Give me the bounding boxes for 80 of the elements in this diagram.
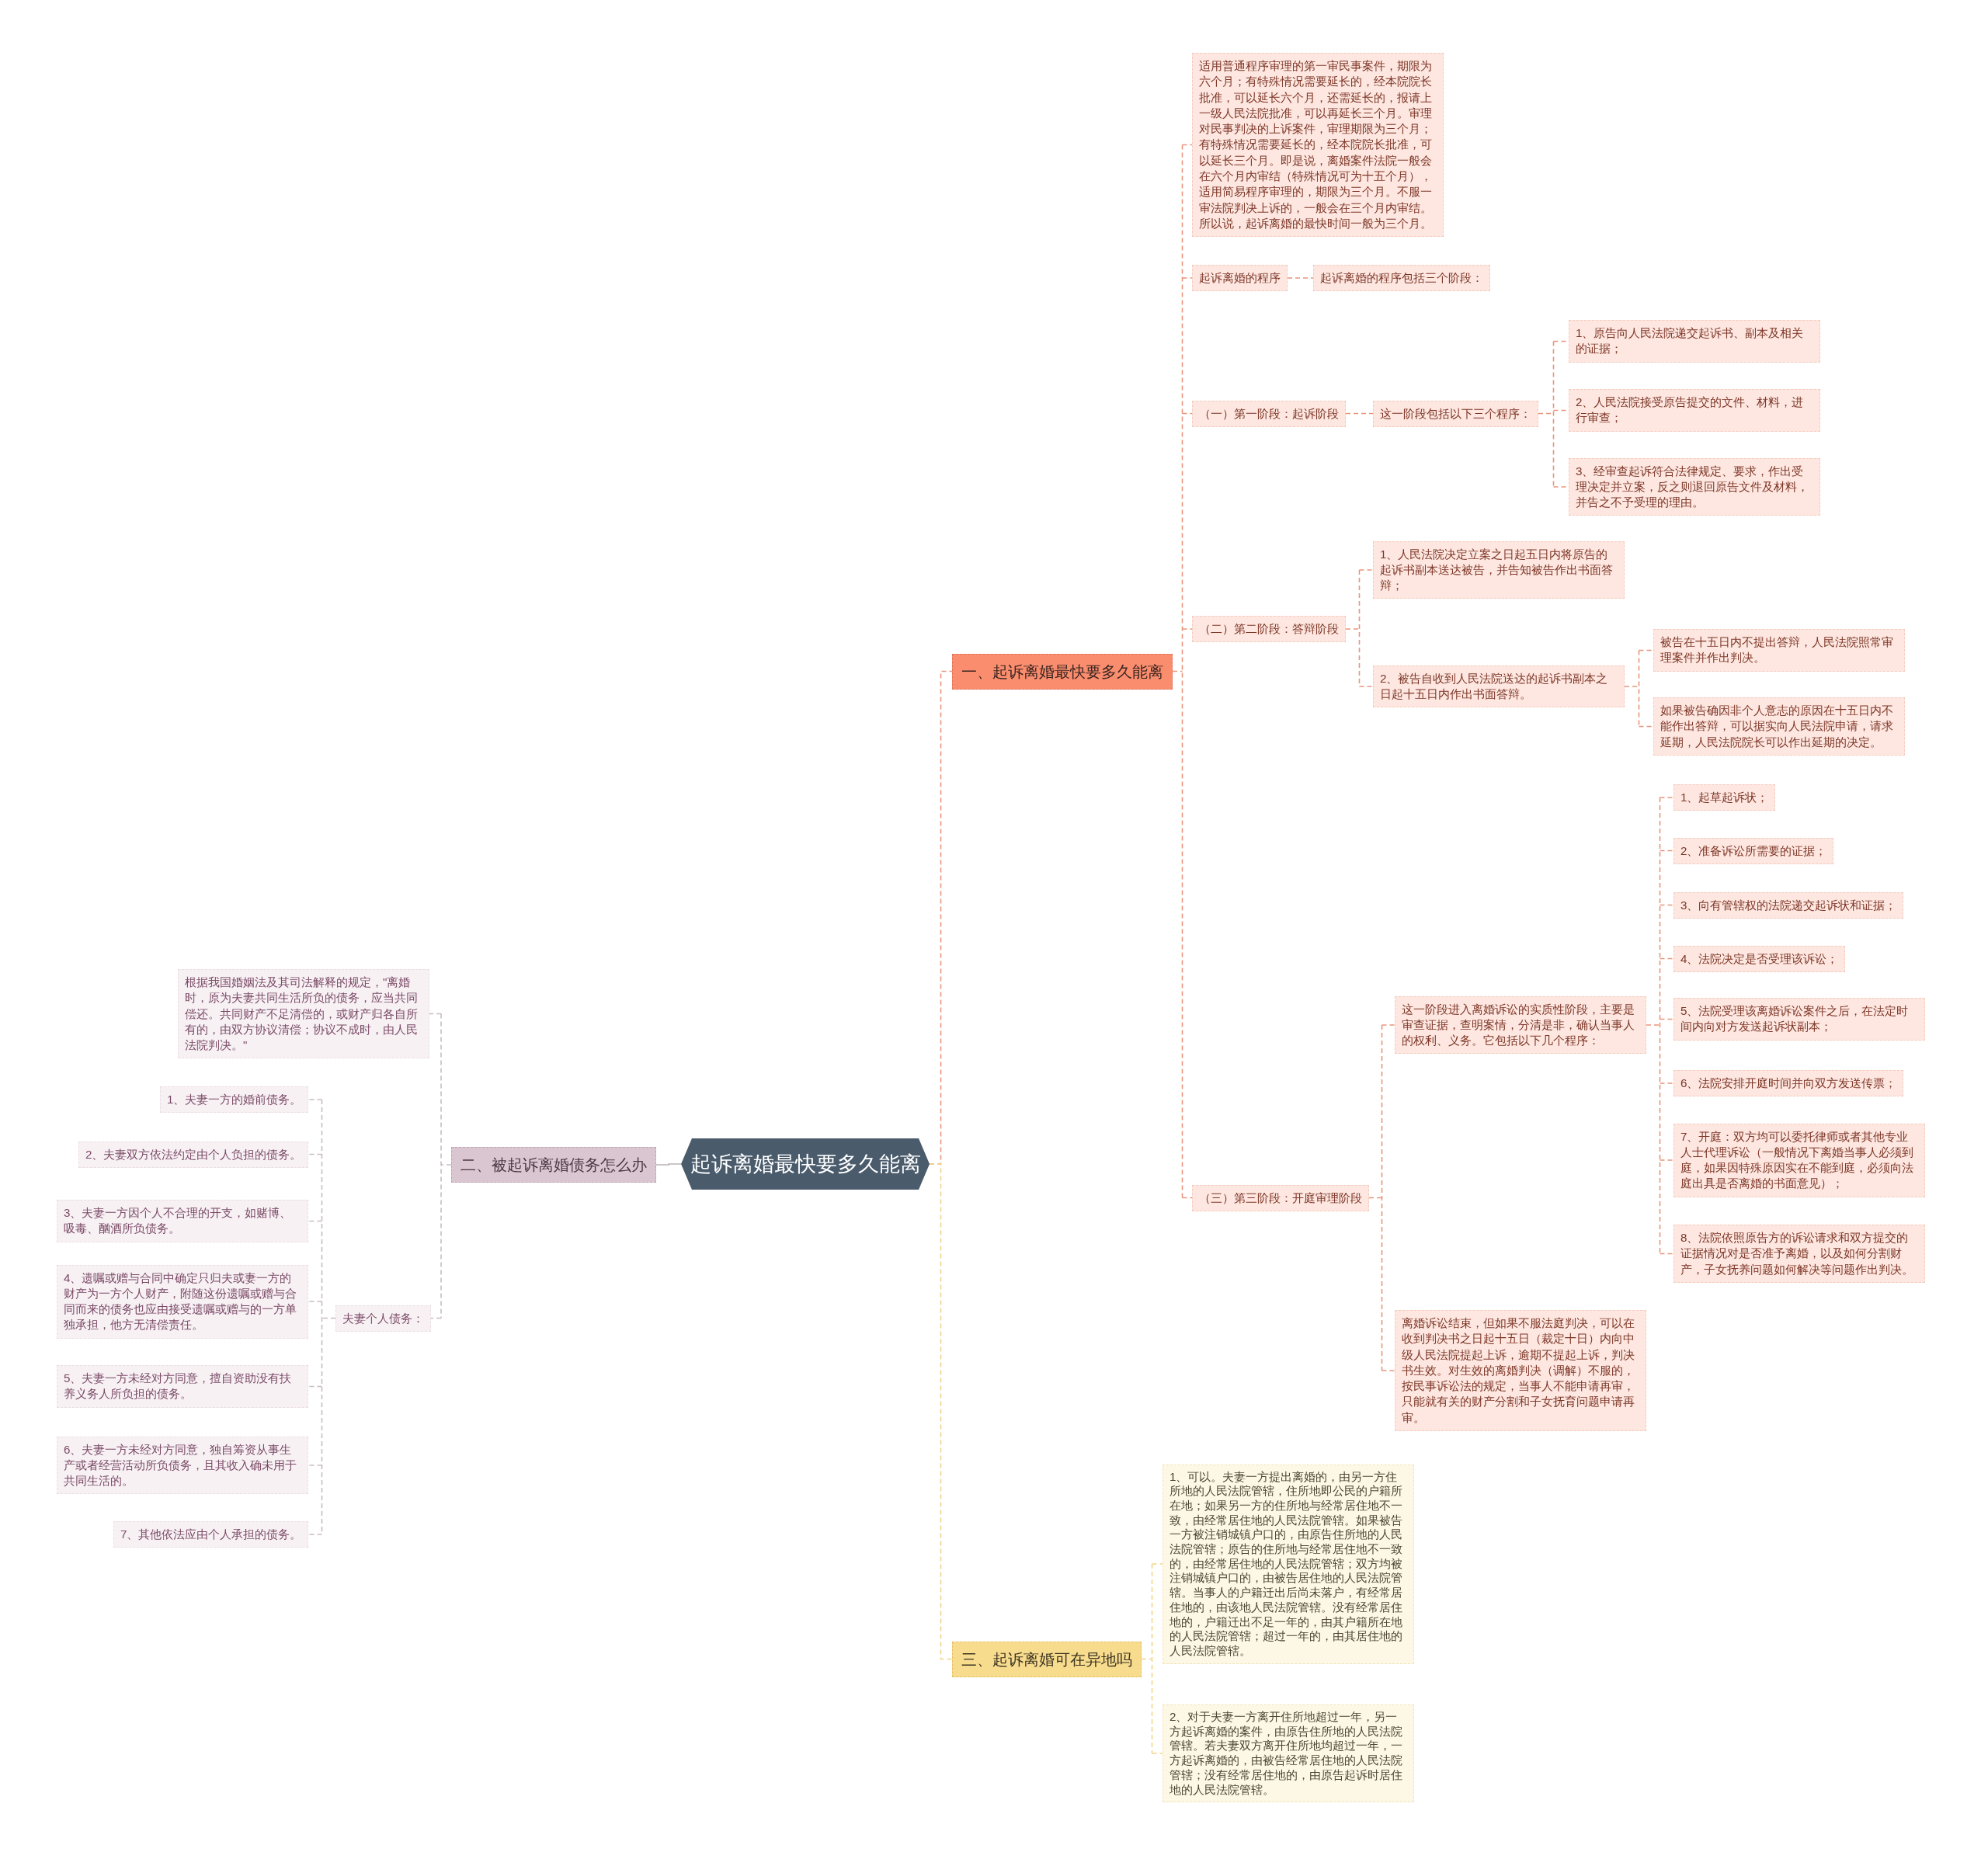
connector-line <box>308 1465 323 1466</box>
topic-box: 4、遗嘱或赠与合同中确定只归夫或妻一方的财产为一方个人财产，附随这份遗嘱或赠与合同而来的债务也应由接受遗嘱或赠与的一方单独承担，他方无清偿责任。 <box>57 1264 308 1339</box>
connector-line <box>1358 569 1374 571</box>
topic-box: 1、人民法院决定立案之日起五日内将原告的起诉书副本送达被告，并告知被告作出书面答辩； <box>1373 540 1625 599</box>
connector-line <box>308 1301 323 1302</box>
connector-line <box>1659 1159 1674 1161</box>
connector-line <box>1287 277 1314 279</box>
topic-box: 2、对于夫妻一方离开住所地超过一年，另一方起诉离婚的案件，由原告住所地的人民法院管辖。若夫妻双方离开住所地均超过一年，一方起诉离婚的，由被告经常居住地的人民法院管辖；没有经常居住地的，由原告起诉时居住地的人民法院管辖。 <box>1163 1704 1414 1803</box>
topic-box: （三）第三阶段：开庭审理阶段 <box>1192 1184 1369 1211</box>
topic-box: 根据我国婚姻法及其司法解释的规定，"离婚时，原为夫妻共同生活所负的债务，应当共同偿还。共同财产不足清偿的，或财产归各自所有的，由双方协议清偿；协议不成时，由人民法院判决。" <box>178 969 429 1059</box>
connector-line <box>1659 957 1674 960</box>
topic-box: 1、起草起诉状； <box>1673 784 1776 811</box>
topic-box: 1、夫妻一方的婚前债务。 <box>160 1086 309 1114</box>
connector-line <box>1151 1563 1163 1565</box>
topic-box: 5、夫妻一方未经对方同意，擅自资助没有扶养义务人所负担的债务。 <box>57 1365 308 1408</box>
connector-line <box>308 1220 323 1222</box>
branch-topic: 二、被起诉离婚债务怎么办 <box>451 1147 656 1183</box>
connector-line <box>1659 797 1674 798</box>
branch-topic: 三、起诉离婚可在异地吗 <box>952 1641 1142 1677</box>
topic-box: （一）第一阶段：起诉阶段 <box>1192 400 1346 427</box>
connector-line <box>1181 144 1193 146</box>
topic-box: 如果被告确因非个人意志的原因在十五日内不能作出答辩，可以据实向人民法院申请，请求延期，人民法院院长可以作出延期的决定。 <box>1653 697 1905 756</box>
connector-line <box>929 1163 953 1660</box>
topic-box: 7、其他依法应由个人承担的债务。 <box>113 1521 309 1548</box>
connector-line <box>1659 1018 1674 1020</box>
connector-line <box>1345 412 1374 415</box>
connector-line <box>308 1385 323 1388</box>
topic-box: 5、法院受理该离婚诉讼案件之后，在法定时间内向对方发送起诉状副本； <box>1673 998 1925 1041</box>
connector-line <box>1381 1370 1395 1371</box>
connector-line <box>1538 340 1555 488</box>
topic-box: 4、法院决定是否受理该诉讼； <box>1673 945 1846 972</box>
connector-line <box>1638 649 1654 652</box>
topic-box: 起诉离婚的程序 <box>1192 265 1288 292</box>
topic-box: 3、经审查起诉符合法律规定、要求，作出受理决定并立案，反之则退回原告文件及材料，并告之不予受理的理由。 <box>1569 457 1820 516</box>
topic-box: 2、被告自收到人民法院送达的起诉书副本之日起十五日内作出书面答辩。 <box>1373 665 1625 708</box>
topic-box: 6、法院安排开庭时间并向双方发送传票； <box>1673 1070 1904 1097</box>
connector-line <box>1368 1024 1383 1371</box>
connector-line <box>308 1153 323 1155</box>
connector-line <box>308 1534 323 1535</box>
central-topic: 起诉离婚最快要多久能离 <box>681 1138 930 1190</box>
topic-box: 夫妻个人债务： <box>335 1305 431 1332</box>
connector-line <box>1659 904 1674 906</box>
topic-box: 2、准备诉讼所需要的证据； <box>1673 837 1834 864</box>
topic-box: 离婚诉讼结束，但如果不服法庭判决，可以在收到判决书之日起十五日（裁定十日）内向中级人民法院提起上诉，逾期不提起上诉，判决书生效。对生效的离婚判决（调解）不服的，按民事诉讼法的规定，当事人不能申请再审，只能就有关的财产分割和子女抚育问题申请再审。 <box>1395 1310 1646 1432</box>
connector-line <box>430 1317 442 1319</box>
connector-line <box>1172 144 1183 1199</box>
topic-box: 3、向有管辖权的法院递交起诉状和证据； <box>1673 891 1904 919</box>
connector-line <box>1151 1753 1163 1754</box>
topic-box: 这一阶段进入离婚诉讼的实质性阶段，主要是审查证据，查明案情，分清是非，确认当事人的权利、义务。它包括以下几个程序： <box>1395 996 1646 1055</box>
topic-box: 2、人民法院接受原告提交的文件、材料，进行审查； <box>1569 389 1820 432</box>
topic-box: 6、夫妻一方未经对方同意，独自筹资从事生产或者经营活动所负债务，且其收入确未用于共同生活的。 <box>57 1436 308 1495</box>
connector-line <box>308 1099 323 1100</box>
connector-line <box>1638 725 1654 728</box>
topic-box: 7、开庭：双方均可以委托律师或者其他专业人士代理诉讼（一般情况下离婚当事人必须到庭，如果因特殊原因实在不能到庭，必须向法庭出具是否离婚的书面意见）； <box>1673 1123 1925 1197</box>
connector-line <box>1646 797 1661 1255</box>
connector-line <box>1181 412 1193 415</box>
connector-line <box>1181 1197 1193 1199</box>
connector-line <box>440 1013 452 1319</box>
topic-box: 被告在十五日内不提出答辩，人民法院照常审理案件并作出判决。 <box>1653 629 1905 672</box>
topic-box: 适用普通程序审理的第一审民事案件，期限为六个月；有特殊情况需要延长的，经本院院长批准，可以延长六个月，还需延长的，报请上一级人民法院批准，可以再延长三个月。审理对民事判决的上诉案件，审理期限为三个月；有特殊情况需要延长的，经本院院长批准，可以延长三个月。即是说，离婚案件法院一般会在六个月内审结（特殊情况可为十五个月），适用简易程序审理的，期限为三个月。不服一审法院判决上诉的，一般会在三个月内审结。所以说，起诉离婚的最快时间一般为三个月。 <box>1192 53 1444 238</box>
connector-line <box>1659 850 1674 852</box>
connector-line <box>1381 1024 1395 1026</box>
connector-line <box>655 1163 682 1166</box>
topic-box: 1、原告向人民法院递交起诉书、副本及相关的证据； <box>1569 320 1820 363</box>
topic-box: （二）第二阶段：答辩阶段 <box>1192 616 1346 643</box>
connector-line <box>1181 628 1193 630</box>
connector-line <box>1141 1563 1153 1754</box>
topic-box: 1、可以。夫妻一方提出离婚的，由另一方住所地的人民法院管辖，住所地即公民的户籍所在地；如果另一方的住所地与经常居住地不一致，由经常居住地的人民法院管辖。如果被告一方被注销城镇户口的，由原告住所地的人民法院管辖；原告的住所地与经常居住地不一致的，由经常居住地的人民法院管辖；双方均被注销城镇户口的，由被告居住地的人民法院管辖。当事人的户籍迁出后尚未落户，有经常居住地的，由该地人民法院管辖。没有经常居住地的，户籍迁出不足一年的，由其户籍所在地的人民法院管辖；超过一年的，由其居住地的人民法院管辖。 <box>1163 1464 1414 1664</box>
connector-line <box>1181 277 1193 279</box>
connector-line <box>1659 1082 1674 1084</box>
topic-box: 3、夫妻一方因个人不合理的开支，如赌博、吸毒、酗酒所负债务。 <box>57 1200 308 1242</box>
connector-line <box>1624 649 1640 728</box>
branch-topic: 一、起诉离婚最快要多久能离 <box>952 653 1173 690</box>
topic-box: 8、法院依照原告方的诉讼请求和双方提交的证据情况对是否准予离婚，以及如何分割财产，子女抚养问题如何解决等问题作出判决。 <box>1673 1225 1925 1283</box>
connector-line <box>1659 1253 1674 1255</box>
topic-box: 2、夫妻双方依法约定由个人负担的债务。 <box>78 1141 309 1168</box>
topic-box: 这一阶段包括以下三个程序： <box>1373 400 1538 427</box>
connector-line <box>1358 686 1374 687</box>
connector-line <box>429 1013 442 1015</box>
topic-box: 起诉离婚的程序包括三个阶段： <box>1313 265 1490 292</box>
